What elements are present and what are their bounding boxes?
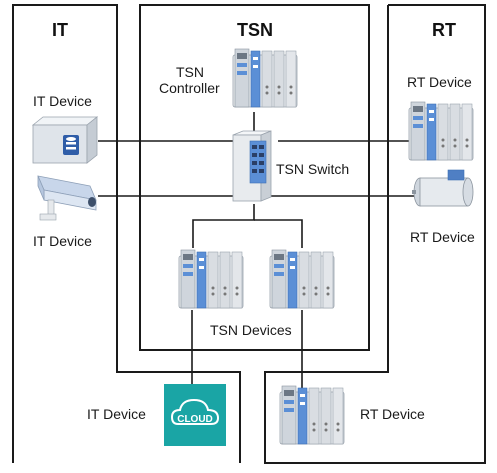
cloud-icon: CLOUD [164, 384, 226, 446]
it-device-server-label: IT Device [33, 93, 92, 109]
camera-icon [37, 175, 97, 221]
tsn-controller-label-2: Controller [159, 80, 220, 96]
rt-zone-border [264, 4, 486, 464]
servo-motor-icon [412, 169, 474, 207]
server-icon [31, 116, 99, 164]
rt-device-icon [279, 385, 345, 445]
tsn-controller-icon [232, 48, 298, 108]
rt-device-motor-label: RT Device [410, 229, 475, 245]
rt-device-bottom-label: RT Device [360, 406, 425, 422]
cloud-label: CLOUD [177, 414, 213, 425]
tsn-zone-border [139, 4, 370, 351]
network-links [98, 112, 414, 390]
it-device-camera-label: IT Device [33, 233, 92, 249]
rt-zone-title: RT [432, 20, 456, 40]
tsn-devices-label: TSN Devices [210, 322, 292, 338]
rt-device-top-label: RT Device [407, 74, 472, 90]
it-zone-border [12, 4, 241, 463]
tsn-device-icon [178, 249, 244, 309]
it-zone-title: IT [52, 20, 68, 40]
tsn-switch-icon [232, 130, 272, 202]
tsn-switch-label: TSN Switch [276, 161, 350, 177]
it-device-cloud-label: IT Device [87, 406, 146, 422]
tsn-zone-title: TSN [237, 20, 273, 40]
tsn-controller-label-1: TSN [176, 64, 204, 80]
rt-device-icon [408, 101, 474, 161]
tsn-device-icon [269, 249, 335, 309]
